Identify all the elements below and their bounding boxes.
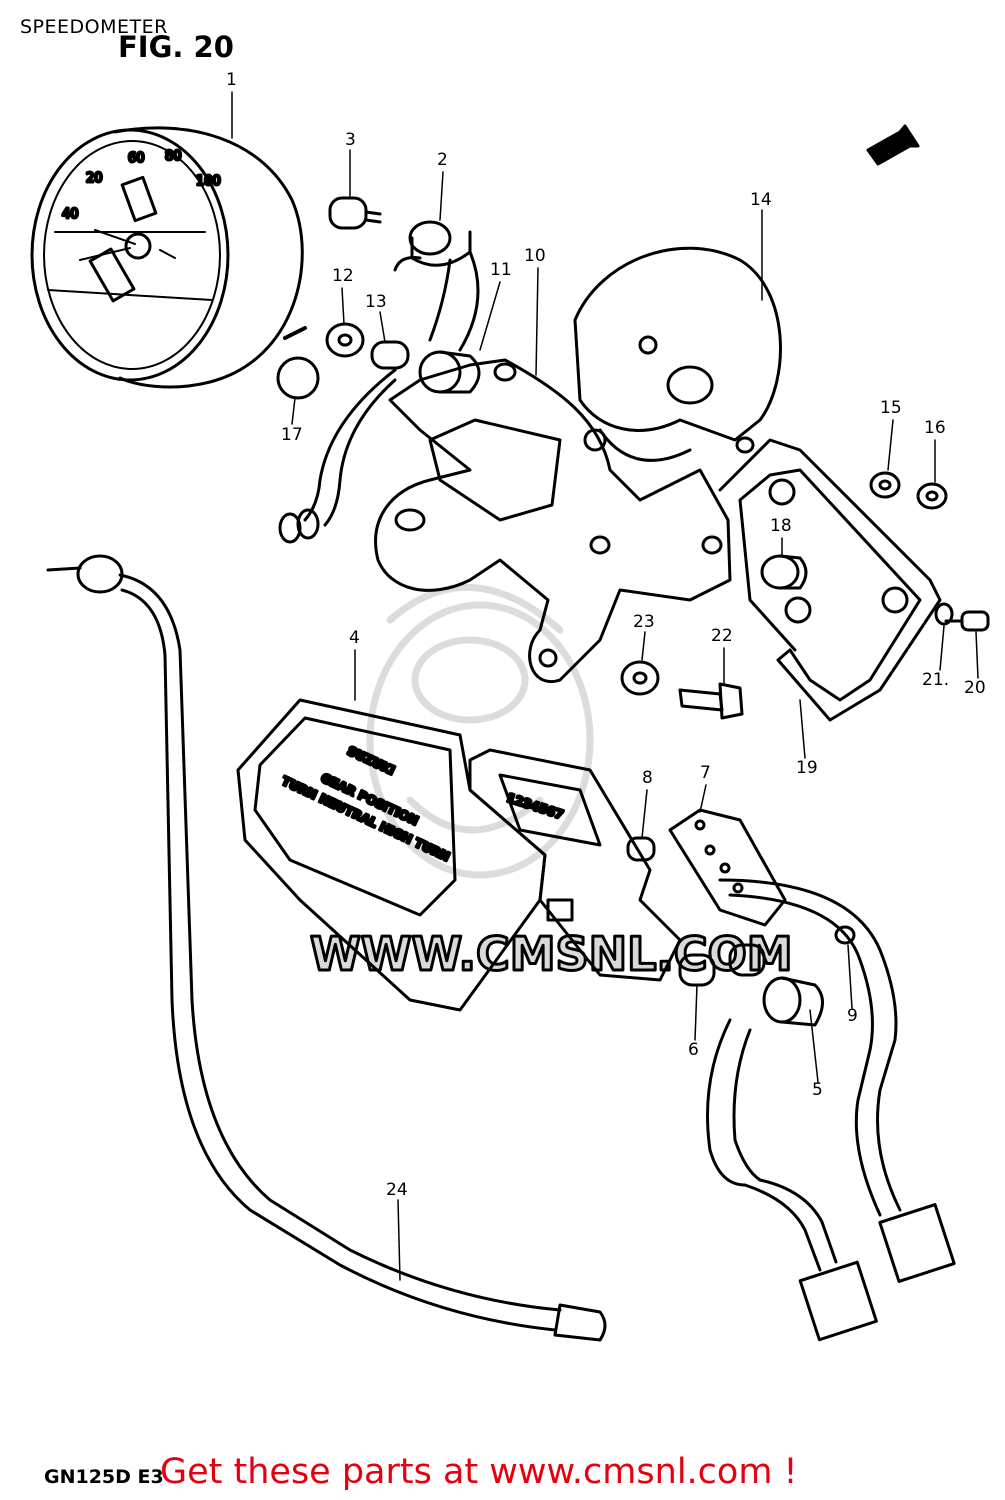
callout-16: 16 (924, 418, 946, 438)
callout-4: 4 (349, 628, 360, 648)
svg-text:60: 60 (128, 151, 145, 166)
callout-6: 6 (688, 1040, 699, 1060)
bulb-socket (393, 220, 480, 352)
fwd-arrow-icon: FWD (866, 124, 920, 166)
watermark-text: WWW.CMSNL.COM (310, 927, 793, 981)
terminal-block-7 (668, 808, 787, 927)
callout-11: 11 (490, 260, 512, 280)
svg-text:80: 80 (165, 149, 182, 164)
grommet-13 (370, 340, 410, 370)
promo-banner: Get these parts at www.cmsnl.com ! (160, 1452, 798, 1492)
svg-text:100: 100 (196, 174, 221, 189)
washer-23 (620, 660, 660, 696)
bracket-10 (374, 358, 732, 684)
callout-19: 19 (796, 758, 818, 778)
page-title: SPEEDOMETER (20, 16, 168, 38)
socket-5 (728, 943, 824, 1027)
callout-22: 22 (711, 626, 733, 646)
lead-wire (278, 368, 397, 544)
wire-harness (706, 878, 956, 1342)
callout-12: 12 (332, 266, 354, 286)
svg-text:20: 20 (86, 171, 103, 186)
speedometer-head: 20 40 60 80 100 (30, 126, 307, 389)
washer-12 (325, 322, 365, 358)
speedometer-case-14 (573, 246, 782, 462)
speedometer-cable-24 (46, 554, 607, 1342)
watermark-logo (366, 583, 594, 879)
callout-13: 13 (365, 292, 387, 312)
callout-18: 18 (770, 516, 792, 536)
callout-8: 8 (642, 768, 653, 788)
bolt-22 (678, 682, 744, 720)
figure-number: FIG. 20 (118, 30, 234, 64)
bracket-19 (718, 438, 942, 722)
callout-10: 10 (524, 246, 546, 266)
cushion-18 (760, 554, 808, 590)
callout-14: 14 (750, 190, 772, 210)
bulb-8 (626, 836, 656, 862)
cushion-11 (418, 350, 481, 394)
svg-text:40: 40 (62, 207, 79, 222)
model-code: GN125D E3 (44, 1466, 164, 1488)
callout-5: 5 (812, 1080, 823, 1100)
bulb (328, 196, 382, 230)
leader-lines (231, 91, 979, 1281)
callout-21: 21. (922, 670, 950, 690)
screw-9 (834, 925, 856, 945)
callout-3: 3 (345, 130, 356, 150)
cap-17 (276, 356, 320, 400)
callout-15: 15 (880, 398, 902, 418)
callout-7: 7 (700, 763, 711, 783)
callout-24: 24 (386, 1180, 408, 1200)
svg-text:TURN NEUTRAL HIGH TURN: TURN NEUTRAL HIGH TURN (279, 774, 451, 864)
callout-1: 1 (226, 70, 237, 90)
callout-9: 9 (847, 1006, 858, 1026)
screw-20 (944, 610, 990, 632)
callout-23: 23 (633, 612, 655, 632)
callout-20: 20 (964, 678, 986, 698)
washer-21 (934, 602, 954, 626)
callout-17: 17 (281, 425, 303, 445)
nut-16 (916, 482, 948, 510)
callout-2: 2 (437, 150, 448, 170)
washer-15 (869, 471, 901, 499)
